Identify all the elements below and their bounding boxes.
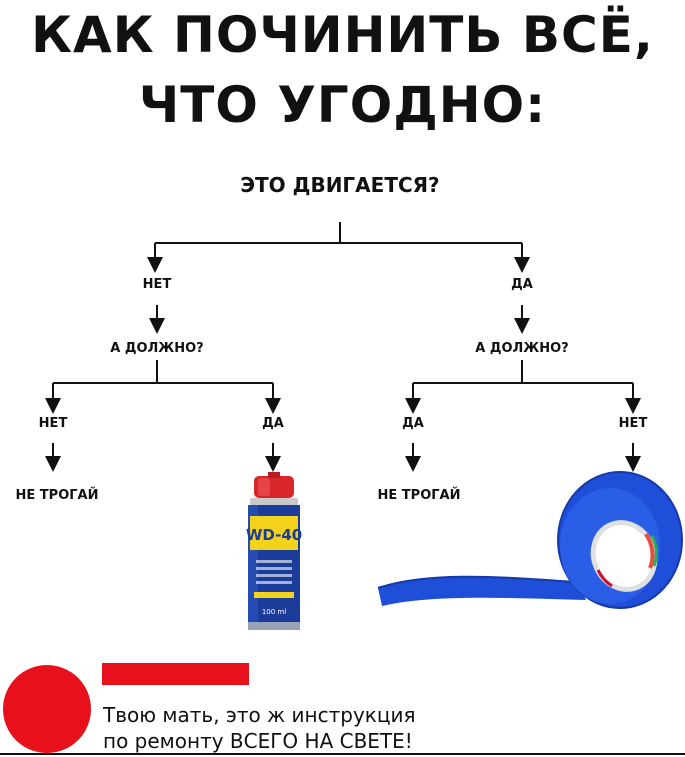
footer-caption-line-1: Твою мать, это ж инструкция	[103, 703, 416, 727]
answer-left-net: НЕТ	[142, 277, 172, 292]
footer-red-bar	[102, 663, 249, 685]
answer-right-da: ДА	[511, 277, 533, 292]
question-left-should-it: А ДОЛЖНО?	[110, 341, 204, 356]
answer-lr-da: ДА	[262, 416, 284, 431]
result-dont-touch-left: НЕ ТРОГАЙ	[15, 488, 99, 503]
answer-rl-da: ДА	[402, 416, 424, 431]
page-title-line-1: КАК ПОЧИНИТЬ ВСЁ,	[31, 6, 654, 64]
result-dont-touch-right: НЕ ТРОГАЙ	[377, 488, 461, 503]
footer-caption-line-2: по ремонту ВСЕГО НА СВЕТЕ!	[103, 729, 413, 753]
question-right-should-it: А ДОЛЖНО?	[475, 341, 569, 356]
can-volume-text: 100 ml	[262, 608, 286, 616]
page-title-line-2: ЧТО УГОДНО:	[138, 76, 547, 134]
answer-ll-net: НЕТ	[38, 416, 68, 431]
answer-rr-net: НЕТ	[618, 416, 648, 431]
blue-tape-image	[377, 471, 683, 609]
footer-red-dot	[3, 665, 91, 753]
wd-40-can-image: WD-40 100 ml	[246, 472, 302, 630]
root-question: ЭТО ДВИГАЕТСЯ?	[240, 173, 440, 197]
footer-divider	[0, 753, 685, 755]
can-brand-text: WD-40	[246, 526, 302, 544]
